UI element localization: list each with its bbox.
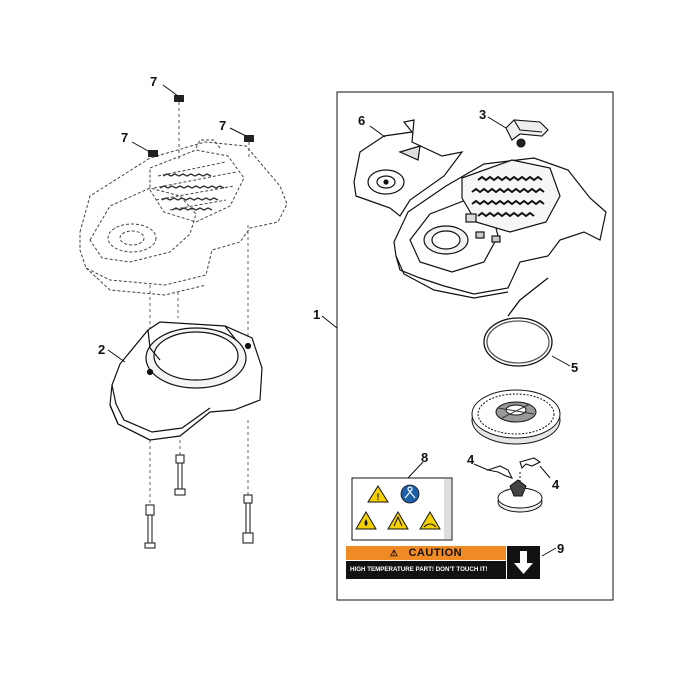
- callout-1: 1: [313, 307, 321, 322]
- callout-9: 9: [557, 541, 565, 556]
- leader-4b: [539, 465, 551, 479]
- leader-6: [369, 125, 386, 138]
- ghost-housing: [79, 139, 288, 296]
- warning-icon: ⚠: [389, 548, 399, 558]
- callout-7-top: 7: [150, 74, 158, 89]
- alignment-lines: [149, 225, 249, 505]
- leader-9: [541, 547, 557, 557]
- svg-text:!: !: [377, 492, 380, 502]
- ghost-housing-louvers: [159, 173, 225, 211]
- callout-2: 2: [98, 342, 106, 357]
- callout-7-left: 7: [121, 130, 129, 145]
- starter-rope: [483, 277, 553, 367]
- starter-handle: [505, 119, 549, 148]
- callout-7-right: 7: [219, 118, 227, 133]
- safety-label: !: [351, 477, 453, 541]
- callout-6: 6: [358, 113, 366, 128]
- callout-8: 8: [421, 450, 429, 465]
- housing-louvers: [471, 175, 545, 218]
- nut-7-right: [244, 135, 254, 160]
- leader-8: [407, 461, 424, 479]
- leader-4a: [473, 463, 489, 471]
- blower-housing: [109, 321, 263, 441]
- nut-7-left: [148, 150, 158, 157]
- nut-7-top: [174, 95, 184, 160]
- cover-plate: [353, 119, 464, 217]
- leader-3: [487, 116, 507, 129]
- bolt-center: [174, 454, 186, 496]
- callout-3: 3: [479, 107, 487, 122]
- caution-arrow: [507, 546, 540, 579]
- callout-4-right: 4: [552, 477, 560, 492]
- caution-title-bar: ⚠ CAUTION: [346, 546, 506, 560]
- assembly-box: [336, 91, 614, 601]
- pawl-left: [485, 465, 514, 479]
- leader-5: [551, 355, 571, 367]
- leader-1: [321, 315, 338, 329]
- ratchet-cup: [497, 472, 543, 513]
- caution-title: CAUTION: [408, 547, 463, 559]
- bolt-right: [242, 494, 254, 544]
- bolt-left: [144, 504, 156, 549]
- caution-subtitle: HIGH TEMPERATURE PART! DON'T TOUCH IT!: [346, 561, 506, 579]
- callout-4-left: 4: [467, 452, 475, 467]
- pawl-right: [519, 457, 542, 470]
- leaders-left: [107, 84, 247, 363]
- rope-pulley: [471, 389, 561, 445]
- callout-5: 5: [571, 360, 579, 375]
